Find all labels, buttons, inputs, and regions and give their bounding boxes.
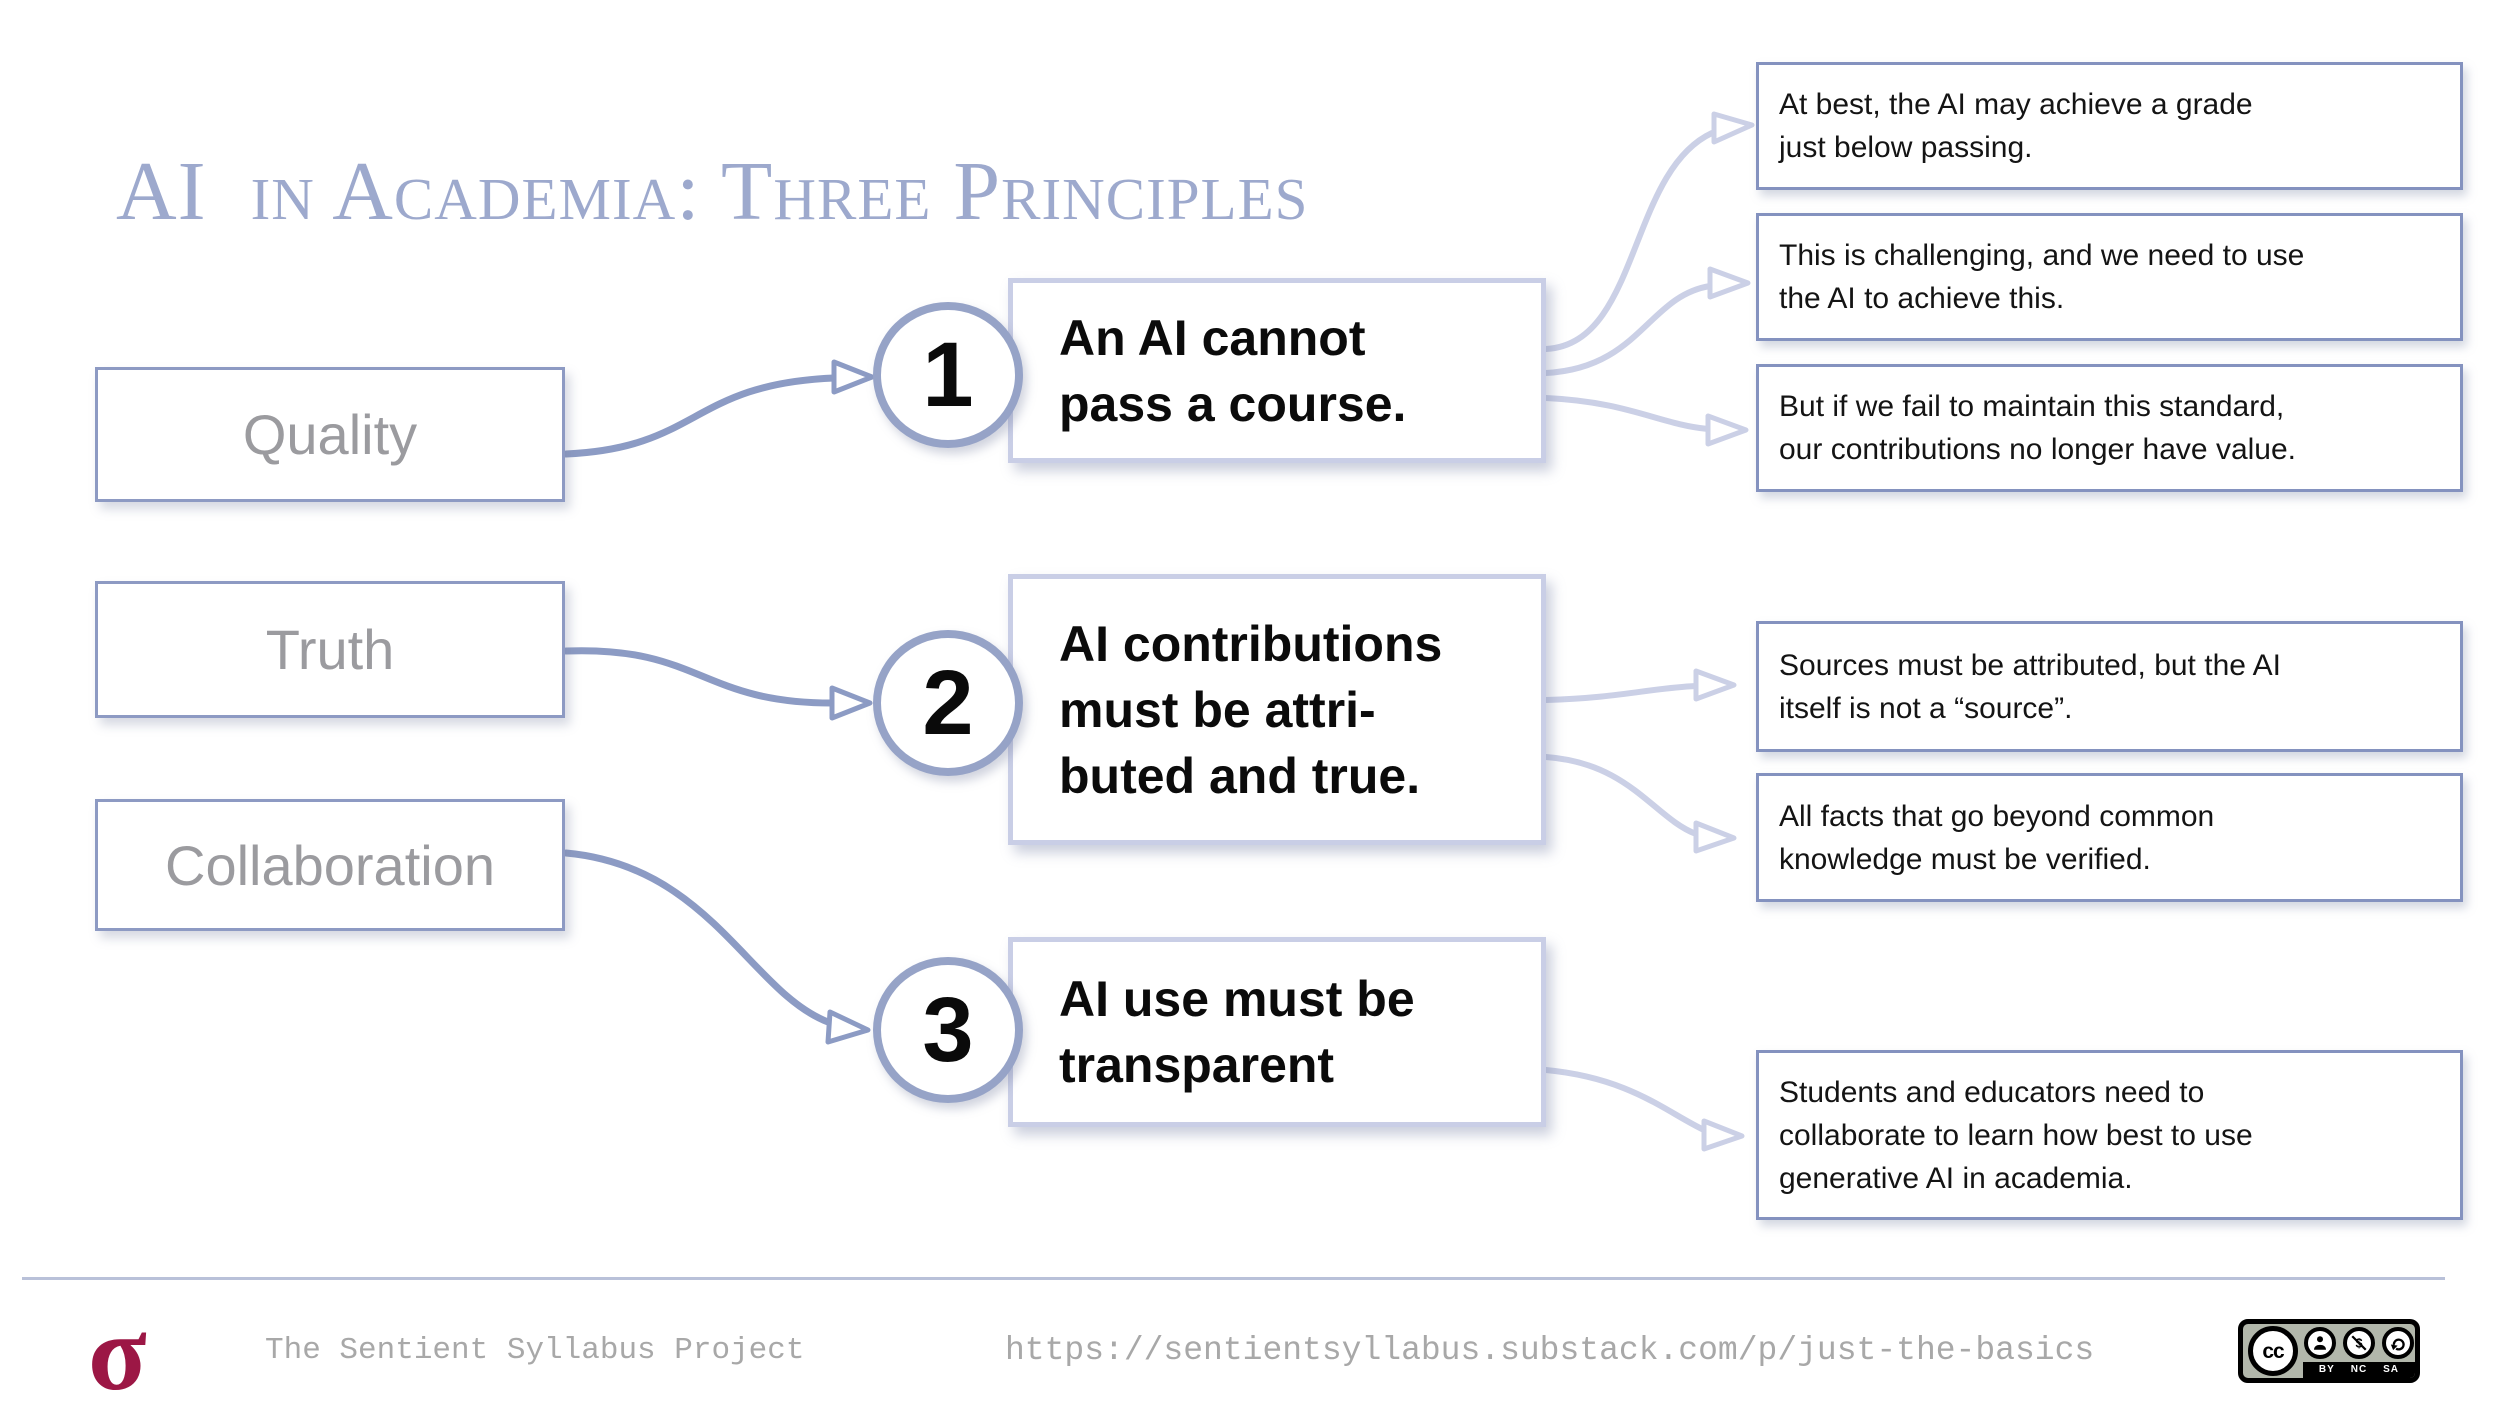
cc-badge-icon-row: $ (2303, 1324, 2415, 1362)
arrowhead-quality-to-1 (831, 359, 875, 395)
cc-badge-right: $ BY NC SA (2303, 1324, 2415, 1378)
number-circle-2: 2 (873, 630, 1023, 776)
arrowhead-2-to-detail-4 (1693, 668, 1737, 702)
label-box-truth: Truth (95, 581, 565, 718)
label-box-collaboration: Collaboration (95, 799, 565, 931)
project-name: The Sentient Syllabus Project (265, 1333, 805, 1368)
label-quality: Quality (242, 403, 418, 466)
detail-box-6: Students and educators need to collabora… (1756, 1050, 2463, 1220)
detail-box-1: At best, the AI may achieve a grade just… (1756, 62, 2463, 190)
label-truth: Truth (265, 618, 395, 681)
detail-box-3: But if we fail to maintain this standard… (1756, 364, 2463, 492)
number-1: 1 (922, 323, 974, 426)
connector-quality-to-1 (562, 374, 838, 458)
nc-icon: $ (2343, 1327, 2375, 1359)
detail-4-text: Sources must be attributed, but the AI i… (1779, 648, 2281, 725)
detail-box-2: This is challenging, and we need to use … (1756, 213, 2463, 341)
connector-2-to-detail-5 (1543, 754, 1699, 837)
connector-1-to-detail-3 (1543, 395, 1711, 432)
connector-1-to-detail-1 (1543, 130, 1715, 352)
connector-2-to-detail-4 (1543, 683, 1699, 703)
arrowhead-1-to-detail-1 (1711, 111, 1755, 145)
detail-5-text: All facts that go beyond common knowledg… (1779, 799, 2215, 876)
nc-label: NC (2350, 1364, 2368, 1375)
detail-box-5: All facts that go beyond common knowledg… (1756, 773, 2463, 902)
principle-box-1: An AI cannot pass a course. (1008, 278, 1546, 463)
detail-box-4: Sources must be attributed, but the AI i… (1756, 621, 2463, 752)
detail-6-text: Students and educators need to collabora… (1779, 1075, 2253, 1195)
label-box-quality: Quality (95, 367, 565, 502)
number-2: 2 (922, 651, 974, 754)
sa-label: SA (2383, 1364, 2400, 1375)
arrowhead-collaboration-to-3 (825, 1009, 871, 1045)
number-circle-1: 1 (873, 302, 1023, 448)
arrowhead-truth-to-2 (829, 685, 873, 721)
cc-badge-left: cc (2243, 1324, 2303, 1378)
number-circle-3: 3 (873, 957, 1023, 1103)
arrowhead-2-to-detail-5 (1693, 820, 1737, 854)
connector-collaboration-to-3 (562, 849, 832, 1026)
connector-truth-to-2 (562, 647, 836, 707)
cc-badge-labels: BY NC SA (2303, 1362, 2415, 1378)
cc-license-badge: cc $ BY (2238, 1319, 2420, 1383)
principle-box-2: AI contributions must be attri- buted an… (1008, 574, 1546, 845)
number-3: 3 (922, 978, 974, 1081)
arrowhead-1-to-detail-3 (1705, 413, 1749, 447)
footer-divider (22, 1277, 2445, 1280)
principle-3-text: AI use must be transparent (1059, 971, 1415, 1093)
person-icon (2314, 1336, 2326, 1350)
no-dollar-icon: $ (2351, 1335, 2367, 1351)
detail-1-text: At best, the AI may achieve a grade just… (1779, 88, 2253, 164)
detail-2-text: This is challenging, and we need to use … (1779, 239, 2305, 315)
by-label: BY (2318, 1364, 2335, 1375)
principle-1-text: An AI cannot pass a course. (1059, 309, 1407, 432)
connector-1-to-detail-2 (1543, 283, 1713, 376)
connector-3-to-detail-6 (1543, 1067, 1707, 1133)
arrowhead-3-to-detail-6 (1701, 1118, 1745, 1152)
project-url[interactable]: https://sentientsyllabus.substack.com/p/… (1005, 1332, 2095, 1369)
principle-2-text: AI contributions must be attri- buted an… (1059, 615, 1443, 804)
detail-3-text: But if we fail to maintain this standard… (1779, 390, 2297, 466)
arrowhead-1-to-detail-2 (1707, 266, 1751, 300)
page-title: AI in Academia: Three Principles (116, 145, 1309, 238)
by-icon (2304, 1327, 2336, 1359)
principle-box-3: AI use must be transparent (1008, 937, 1546, 1127)
share-alike-arrow-icon (2390, 1338, 2405, 1351)
label-collaboration: Collaboration (165, 833, 495, 897)
sigma-logo: σ (88, 1294, 147, 1413)
sa-icon (2382, 1327, 2414, 1359)
cc-icon: cc (2248, 1326, 2298, 1376)
